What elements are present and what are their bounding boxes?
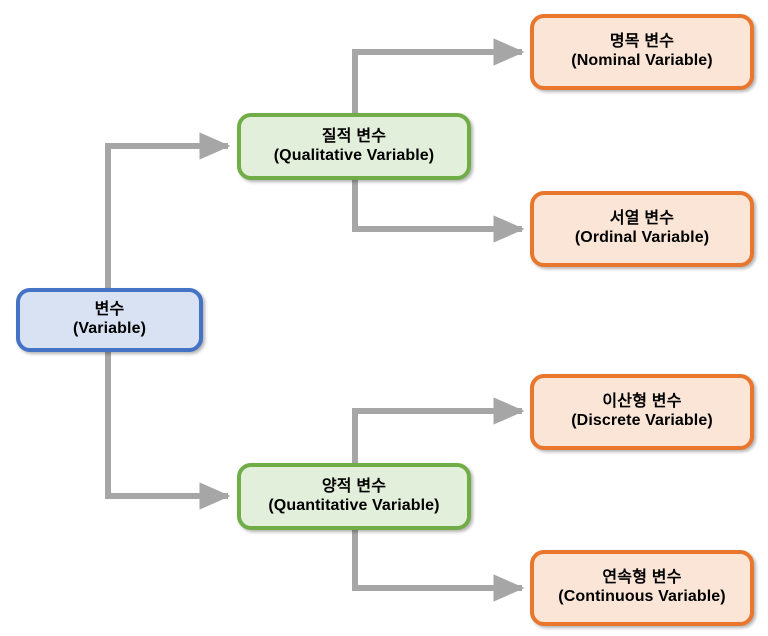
node-ordinal-variable-label-ko: 서열 변수 [609,210,675,228]
node-quantitative-variable-label-ko: 양적 변수 [321,477,387,495]
node-nominal-variable-label-en: (Nominal Variable) [571,52,713,69]
edge-root-to-quantitative [105,352,231,510]
node-quantitative-variable-label-en: (Quantitative Variable) [268,496,440,514]
node-qualitative-variable-label-en: (Qualitative Variable) [273,146,435,164]
edge-root-to-qualitative [105,132,231,288]
edge-qualitative-to-nominal [352,38,525,113]
node-ordinal-variable[interactable]: 서열 변수 (Ordinal Variable) [530,191,754,267]
node-continuous-variable-label-en: (Continuous Variable) [558,588,726,605]
node-qualitative-variable-label-ko: 질적 변수 [321,127,387,145]
node-variable-label-ko: 변수 [94,301,125,319]
node-discrete-variable-label-en: (Discrete Variable) [571,412,713,429]
node-variable-label-en: (Variable) [72,320,147,337]
node-variable[interactable]: 변수 (Variable) [16,288,203,352]
node-discrete-variable-label-ko: 이산형 변수 [602,393,682,411]
node-ordinal-variable-label-en: (Ordinal Variable) [574,229,710,246]
edge-qualitative-to-ordinal [352,180,525,243]
node-quantitative-variable[interactable]: 양적 변수 (Quantitative Variable) [237,463,471,530]
node-continuous-variable-label-ko: 연속형 변수 [602,569,682,587]
node-continuous-variable[interactable]: 연속형 변수 (Continuous Variable) [530,550,754,626]
node-nominal-variable[interactable]: 명목 변수 (Nominal Variable) [530,14,754,90]
node-qualitative-variable[interactable]: 질적 변수 (Qualitative Variable) [237,113,471,180]
node-nominal-variable-label-ko: 명목 변수 [609,33,675,51]
edge-quantitative-to-discrete [352,397,525,463]
edge-quantitative-to-continuous [352,530,525,602]
node-discrete-variable[interactable]: 이산형 변수 (Discrete Variable) [530,374,754,450]
